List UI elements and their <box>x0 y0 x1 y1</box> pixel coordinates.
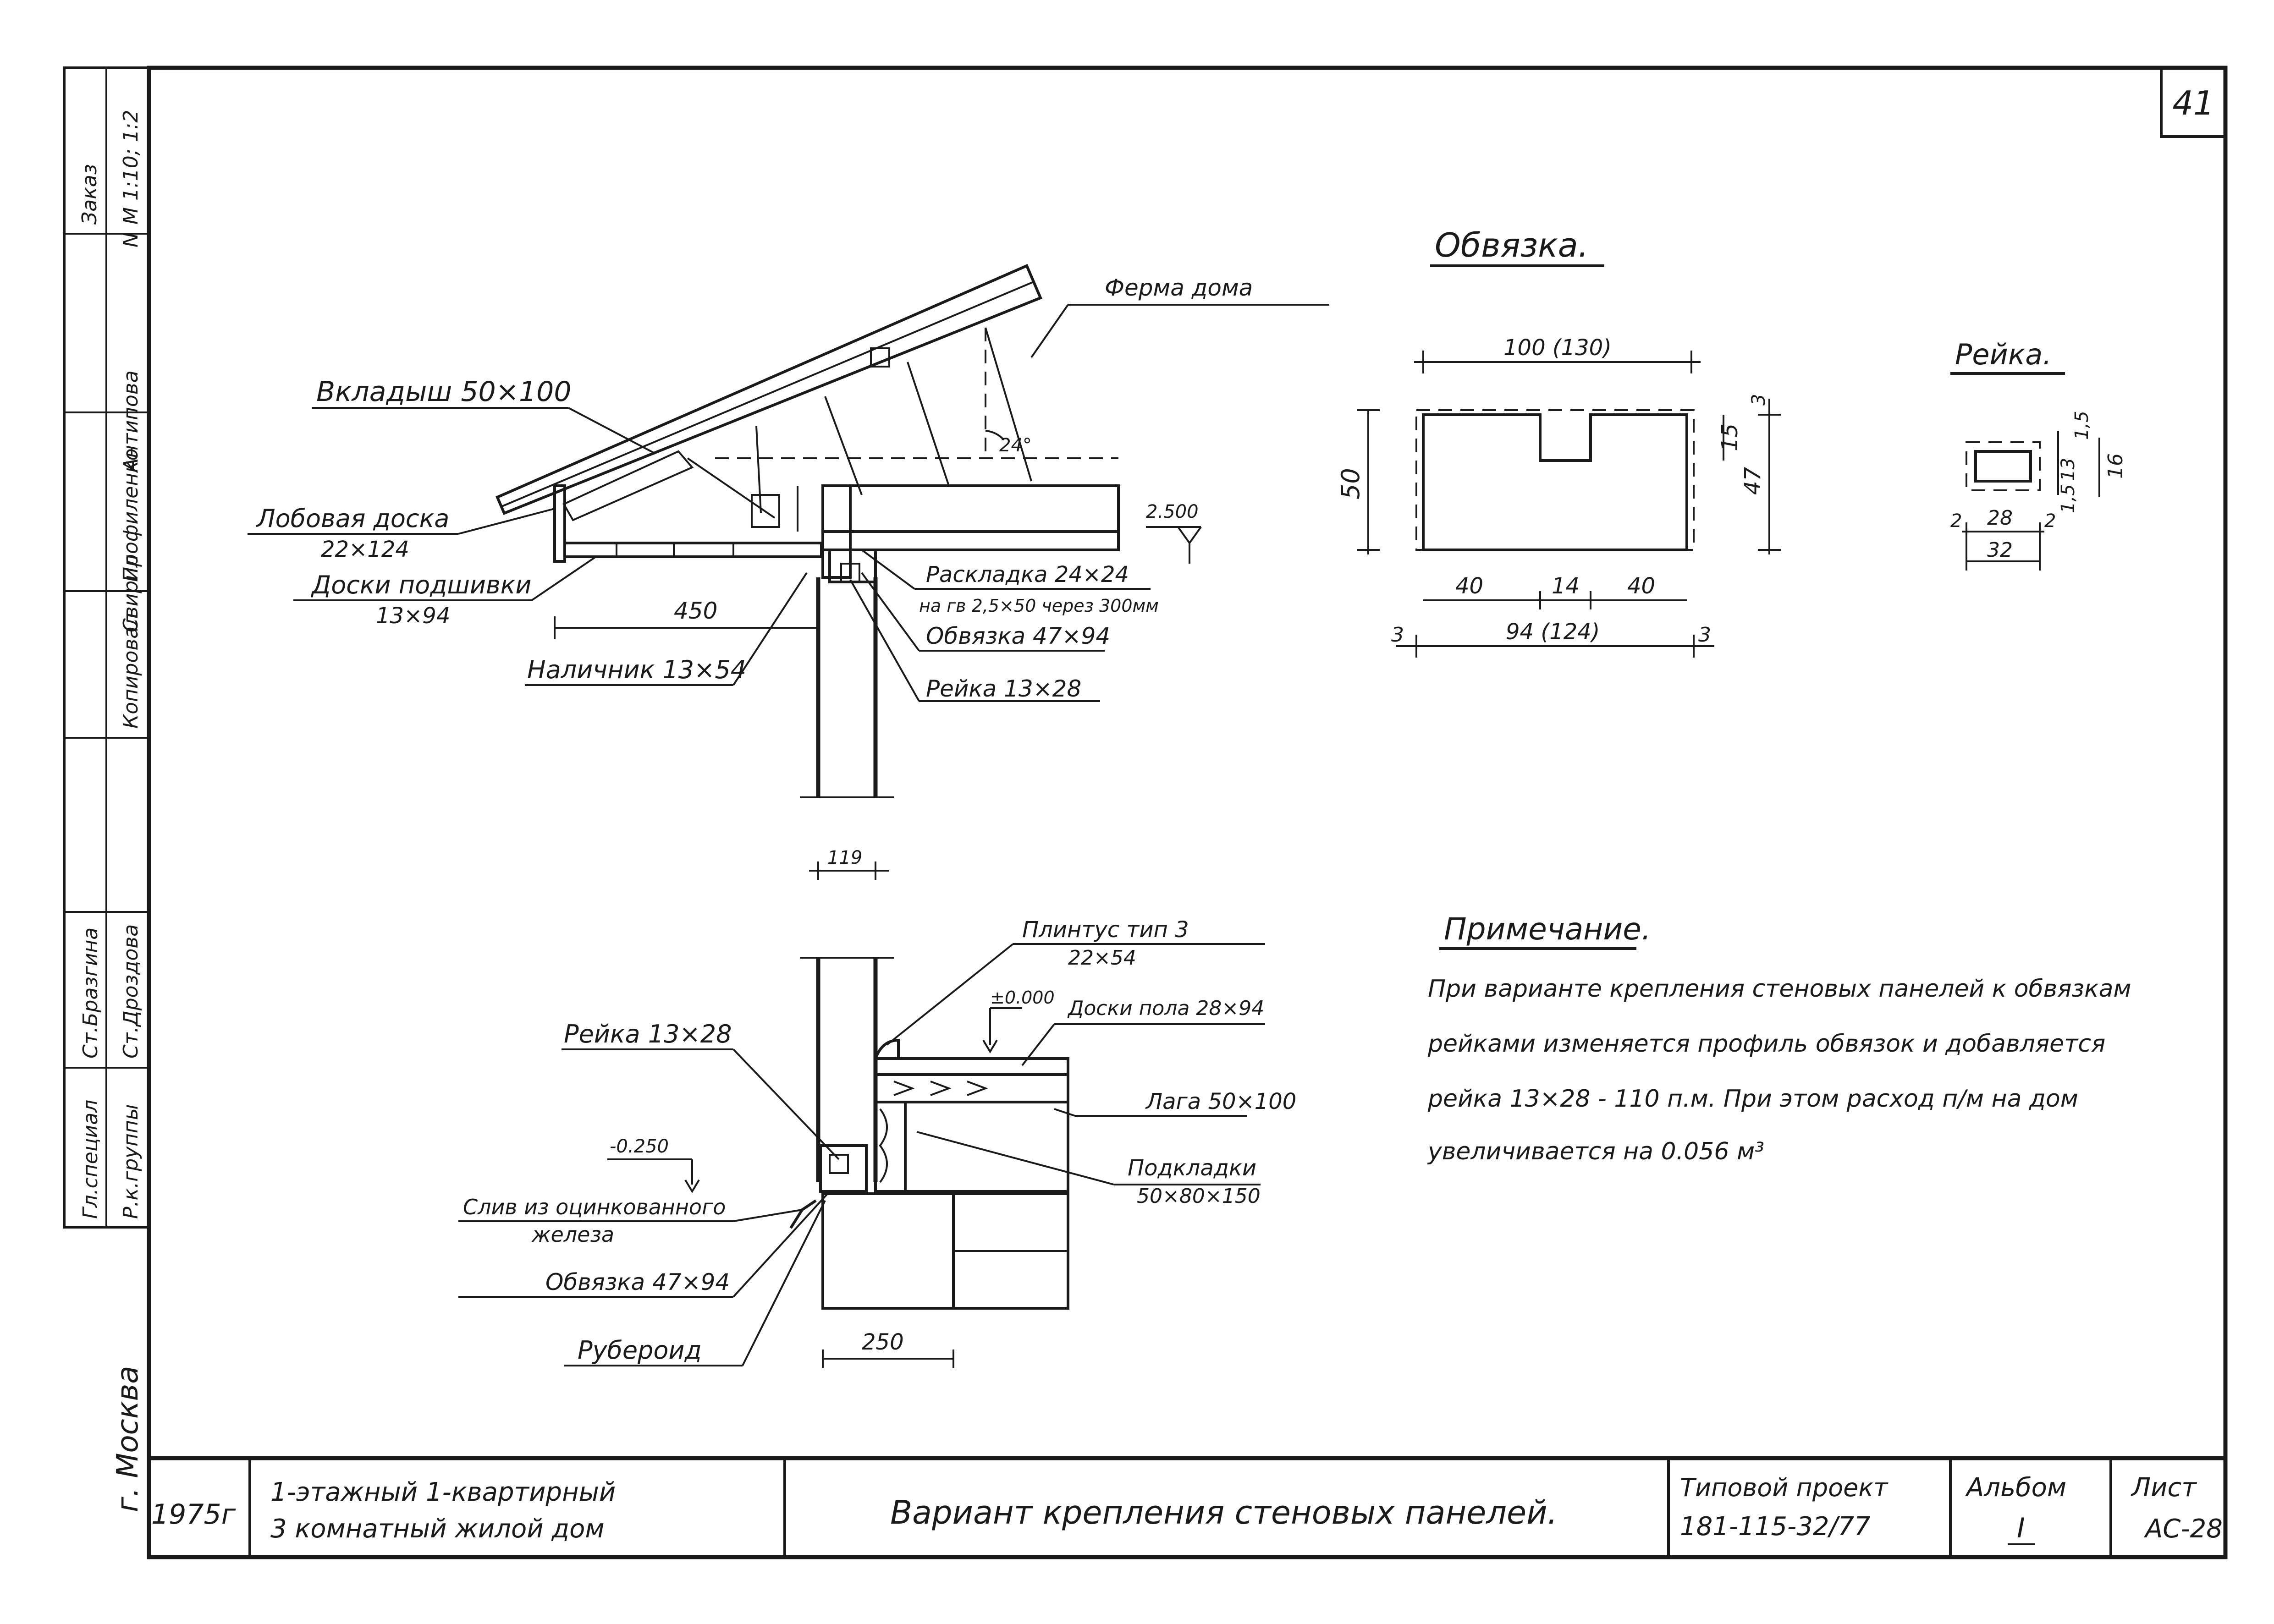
note-line-1: При варианте крепления стеновых панелей … <box>1428 975 2131 1003</box>
label-reyka-top: Рейка 13×28 <box>926 675 1081 702</box>
sidebar-name-3: Копировал <box>119 614 143 729</box>
label-vkladysh: Вкладыш 50×100 <box>316 376 572 408</box>
reyka-dim-2a: 2 <box>1950 510 1962 532</box>
obv-dim-height: 50 <box>1336 468 1365 499</box>
tb-drawing-title: Вариант крепления стеновых панелей. <box>890 1494 1558 1531</box>
label-doski-pola: Доски пола 28×94 <box>1067 997 1264 1020</box>
note-block: Примечание. При варианте крепления стено… <box>1427 911 2131 1165</box>
reyka-dim-15a: 1,5 <box>2071 411 2092 440</box>
label-plintus: Плинтус тип 3 <box>1022 917 1189 943</box>
obv-dim-notch: 15 <box>1717 423 1743 451</box>
label-dim-450: 450 <box>674 598 717 624</box>
label-dim-119: 119 <box>827 847 862 868</box>
sidebar-role-2: Ст.Бразгина <box>79 927 102 1059</box>
obv-dim-top: 100 (130) <box>1503 335 1612 361</box>
reyka-dim-32: 32 <box>1987 538 2013 562</box>
sidebar-city: г. Москва <box>111 1366 145 1512</box>
reyka-dim-13: 13 <box>2058 458 2079 481</box>
label-elev-0000: ±0.000 <box>990 988 1055 1008</box>
reyka-dims: 1,5 13 1,5 16 2 28 2 32 <box>1950 411 2127 562</box>
label-lobovaya-size: 22×124 <box>321 537 409 562</box>
label-lobovaya: Лобовая доска <box>256 504 449 533</box>
sidebar-role-4: Антипова <box>119 370 143 473</box>
note-line-3: рейка 13×28 - 110 п.м. При этом расход п… <box>1427 1085 2078 1113</box>
obvyazka-section: Обвязка. <box>1357 226 1781 658</box>
obv-dim-40a: 40 <box>1455 573 1483 599</box>
reyka-dim-2b: 2 <box>2044 510 2056 532</box>
note-line-4: увеличивается на 0.056 м³ <box>1427 1138 1764 1165</box>
label-elev-neg: -0.250 <box>610 1136 669 1157</box>
tb-year: 1975г <box>151 1498 236 1531</box>
sidebar-name-4: Профиленко <box>119 448 143 582</box>
sidebar-text: М 1:10; 1:2 Заказ N Профиленко Антипова … <box>78 110 145 1512</box>
label-elev-2500: 2.500 <box>1146 501 1199 522</box>
titleblock: 1975г 1-этажный 1-квартирный 3 комнатный… <box>151 1473 2223 1545</box>
tb-sheet-value: АС-28 <box>2144 1514 2223 1544</box>
sidebar-name-2: Ст.Дроздова <box>119 924 143 1059</box>
obvyazka-alt-outline <box>1415 409 1695 551</box>
sidebar-name-1: Р.к.группы <box>119 1104 143 1219</box>
obv-dim-47: 47 <box>1740 466 1766 495</box>
sidebar-role-1: Гл.специал <box>79 1100 102 1219</box>
obvyazka-profile <box>1422 413 1688 551</box>
label-doski-podshivki-size: 13×94 <box>376 603 450 629</box>
obv-dim-40b: 40 <box>1627 573 1655 599</box>
label-raskladka-note: на гв 2,5×50 через 300мм <box>919 596 1159 616</box>
tb-object-line2: 3 комнатный жилой дом <box>270 1514 605 1544</box>
obv-dim-3r: 3 <box>1698 623 1711 647</box>
label-plintus-size: 22×54 <box>1068 946 1136 970</box>
label-raskladka: Раскладка 24×24 <box>926 562 1129 587</box>
tb-object-line1: 1-этажный 1-квартирный <box>270 1477 616 1507</box>
reyka-dim-28: 28 <box>1987 506 2013 530</box>
sheet-number-box <box>2160 66 2227 138</box>
reyka-dim-15b: 1,5 <box>2058 484 2079 513</box>
sidebar-order-value: N <box>119 232 143 247</box>
label-ferma: Ферма дома <box>1105 274 1253 301</box>
label-sliv2: железа <box>531 1222 614 1247</box>
obv-dim-3l: 3 <box>1391 623 1404 647</box>
floor-labels: Плинтус тип 3 22×54 ±0.000 Доски пола 28… <box>463 917 1296 1365</box>
label-obvyazka-bottom: Обвязка 47×94 <box>545 1269 730 1295</box>
reyka-section: Рейка. <box>1950 338 2100 571</box>
floor-detail <box>458 943 1265 1368</box>
obv-dim-3: 3 <box>1748 394 1769 406</box>
tb-project-code: 181-115-32/77 <box>1680 1512 1871 1542</box>
label-dim-250: 250 <box>862 1329 904 1355</box>
roof-detail <box>248 264 1329 880</box>
label-laga: Лага 50×100 <box>1145 1089 1296 1114</box>
obvyazka-dims: 100 (130) 50 15 3 47 40 14 40 3 94 (124)… <box>1336 335 1769 647</box>
reyka-alt-outline <box>1966 441 2041 491</box>
label-ruberoid: Рубероид <box>578 1336 702 1365</box>
sheet-number: 41 <box>2172 84 2214 122</box>
tb-project-label: Типовой проект <box>1680 1473 1889 1502</box>
sidebar-scale: М 1:10; 1:2 <box>119 110 143 225</box>
label-podkladki-size: 50×80×150 <box>1137 1185 1261 1208</box>
obvyazka-title: Обвязка. <box>1435 226 1589 264</box>
reyka-dim-16: 16 <box>2104 453 2127 479</box>
sidebar-role-3: Свирил <box>119 554 143 632</box>
note-line-2: рейками изменяется профиль обвязок и доб… <box>1427 1030 2105 1058</box>
roof-labels: Ферма дома Вкладыш 50×100 Лобовая доска … <box>256 274 1253 868</box>
label-reyka-bottom: Рейка 13×28 <box>564 1020 732 1048</box>
label-nalichnik: Наличник 13×54 <box>527 655 746 684</box>
reyka-title: Рейка. <box>1955 338 2052 371</box>
label-obvyazka-top: Обвязка 47×94 <box>926 623 1110 649</box>
label-doski-podshivki: Доски подшивки <box>311 571 532 599</box>
note-title: Примечание. <box>1444 911 1651 947</box>
reyka-profile <box>1974 450 2032 483</box>
label-angle: 24° <box>999 435 1032 456</box>
obv-dim-14: 14 <box>1552 573 1580 599</box>
label-sliv: Слив из оцинкованного <box>463 1195 726 1219</box>
obv-dim-bottom: 94 (124) <box>1506 619 1600 645</box>
tb-sheet-label: Лист <box>2131 1473 2197 1503</box>
tb-album-label: Альбом <box>1965 1473 2066 1503</box>
label-podkladki: Подкладки <box>1128 1155 1256 1181</box>
tb-album-value: I <box>2017 1512 2025 1544</box>
sidebar-order: Заказ <box>78 164 101 225</box>
